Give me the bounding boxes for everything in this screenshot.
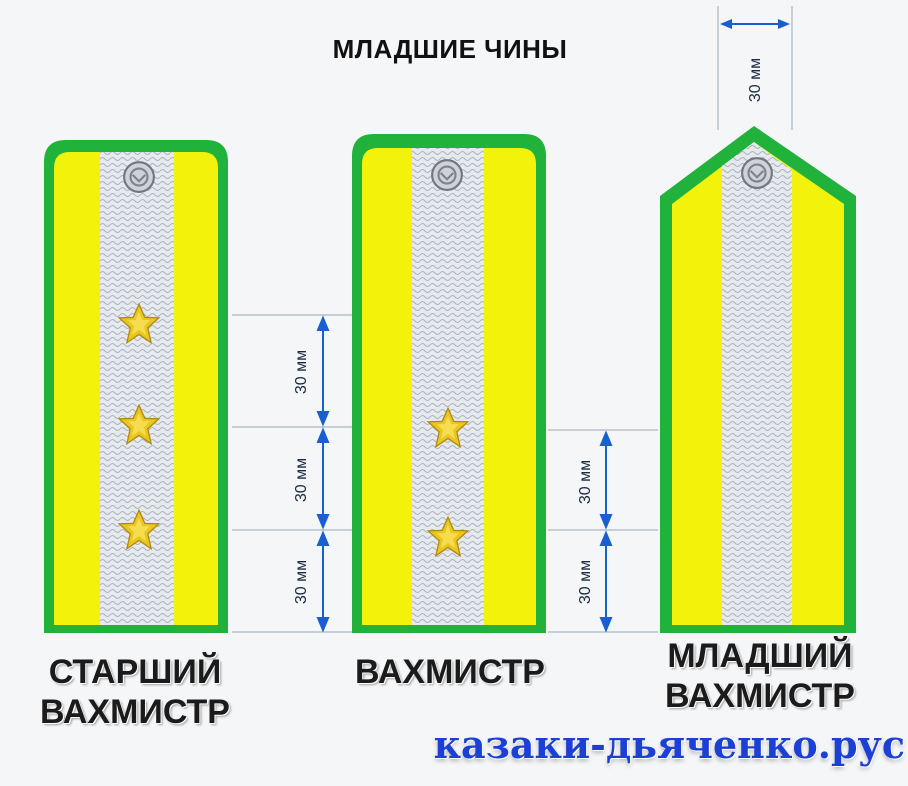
dimension-group-left (232, 314, 352, 633)
button-icon (741, 157, 773, 189)
rank-line: ВАХМИСТР (354, 653, 545, 691)
galloon-stripe (100, 152, 174, 632)
button-icon (123, 161, 155, 193)
dimension-label: 30 мм (747, 58, 764, 102)
epaulette-vakhmistr (352, 134, 546, 633)
dimension-label: 30 мм (577, 460, 594, 504)
rank-label-starshiy-vakhmistr: СТАРШИЙ ВАХМИСТР (30, 652, 240, 732)
epaulette-mladshiy-vakhmistr (660, 126, 856, 633)
dimension-label: 30 мм (293, 560, 310, 604)
page-title: МЛАДШИЕ ЧИНЫ (332, 34, 568, 64)
button-icon (431, 159, 463, 191)
rank-label-mladshiy-vakhmistr: МЛАДШИЙ ВАХМИСТР (655, 636, 865, 716)
rank-line: МЛАДШИЙ (667, 637, 853, 675)
galloon-stripe (722, 142, 792, 632)
dimension-group-right (548, 429, 658, 633)
rank-line: ВАХМИСТР (664, 677, 855, 715)
dimension-arrows-left (316, 315, 330, 633)
dimension-label: 30 мм (293, 458, 310, 502)
watermark-text: казаки-дьяченко.рус (433, 722, 905, 767)
galloon-stripe (412, 148, 484, 632)
dimension-label: 30 мм (577, 560, 594, 604)
dimension-arrows-right (599, 430, 613, 633)
rank-line: ВАХМИСТР (39, 693, 230, 731)
epaulette-starshiy-vakhmistr (44, 140, 228, 633)
rank-label-vakhmistr: ВАХМИСТР (340, 652, 560, 692)
dimension-top (717, 6, 793, 130)
rank-line: СТАРШИЙ (48, 653, 222, 691)
dimension-label: 30 мм (293, 350, 310, 394)
